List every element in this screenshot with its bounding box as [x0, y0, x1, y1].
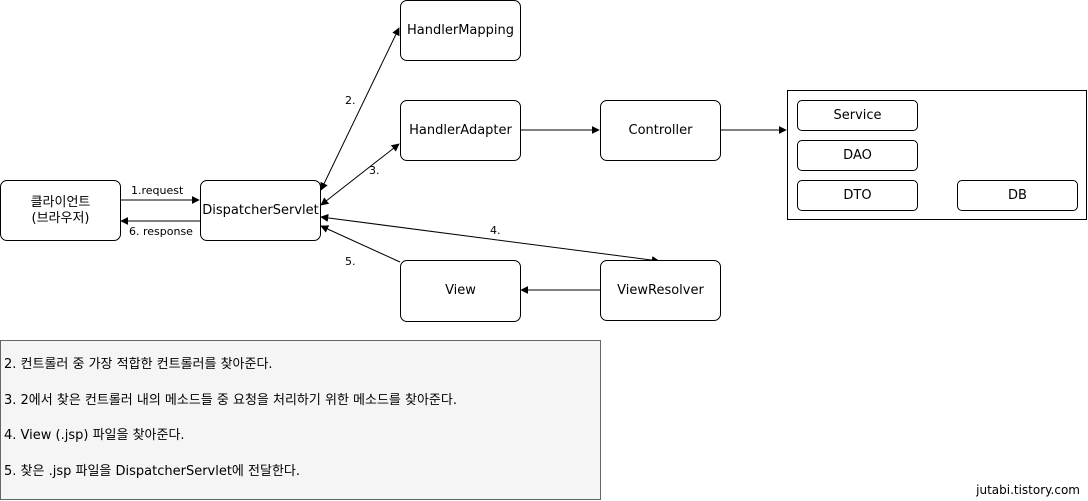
step3-label: 3.	[369, 164, 380, 177]
handler-mapping-label: HandlerMapping	[407, 22, 514, 38]
arrow-step3	[320, 143, 400, 206]
note-item: 2. 컨트롤러 중 가장 적합한 컨트롤러를 찾아준다.	[4, 357, 273, 372]
response-label: 6. response	[129, 225, 193, 238]
client-label-line2: (브라우저)	[31, 210, 90, 226]
client-label-line1: 클라이언트	[30, 194, 91, 210]
arrow-step5	[320, 225, 401, 263]
step2-label: 2.	[345, 94, 356, 107]
step5-label: 5.	[345, 255, 356, 268]
controller-box: Controller	[600, 100, 721, 161]
service-label: Service	[833, 107, 882, 123]
view-box: View	[400, 260, 521, 322]
client-box: 클라이언트 (브라우저)	[0, 180, 121, 241]
note-item: 3. 2에서 찾은 컨트롤러 내의 메소드들 중 요청을 처리하기 위한 메소드…	[4, 392, 457, 408]
credit-text: jutabi.tistory.com	[976, 483, 1080, 497]
dto-label: DTO	[843, 187, 872, 203]
request-label: 1.request	[131, 184, 184, 197]
view-resolver-label: ViewResolver	[617, 282, 704, 298]
service-box: Service	[797, 100, 918, 131]
db-label: DB	[1008, 187, 1027, 203]
handler-adapter-label: HandlerAdapter	[409, 122, 512, 138]
handler-adapter-box: HandlerAdapter	[400, 100, 521, 161]
db-box: DB	[957, 180, 1078, 211]
note-item: 5. 찾은 .jsp 파일을 DispatcherServlet에 전달한다.	[4, 463, 301, 479]
dispatcher-servlet-box: DispatcherServlet	[200, 180, 321, 241]
view-label: View	[445, 283, 476, 298]
arrow-step4	[320, 213, 660, 265]
dao-label: DAO	[843, 147, 872, 163]
controller-label: Controller	[628, 122, 693, 138]
note-item: 4. View (.jsp) 파일을 찾아준다.	[4, 428, 185, 443]
view-resolver-box: ViewResolver	[600, 260, 721, 321]
step4-label: 4.	[490, 224, 501, 237]
dto-box: DTO	[797, 180, 918, 211]
arrow-step2	[320, 27, 400, 191]
handler-mapping-box: HandlerMapping	[400, 0, 521, 61]
notes-panel: 2. 컨트롤러 중 가장 적합한 컨트롤러를 찾아준다. 3. 2에서 찾은 컨…	[0, 340, 601, 500]
dao-box: DAO	[797, 140, 918, 171]
dispatcher-servlet-label: DispatcherServlet	[202, 202, 319, 218]
